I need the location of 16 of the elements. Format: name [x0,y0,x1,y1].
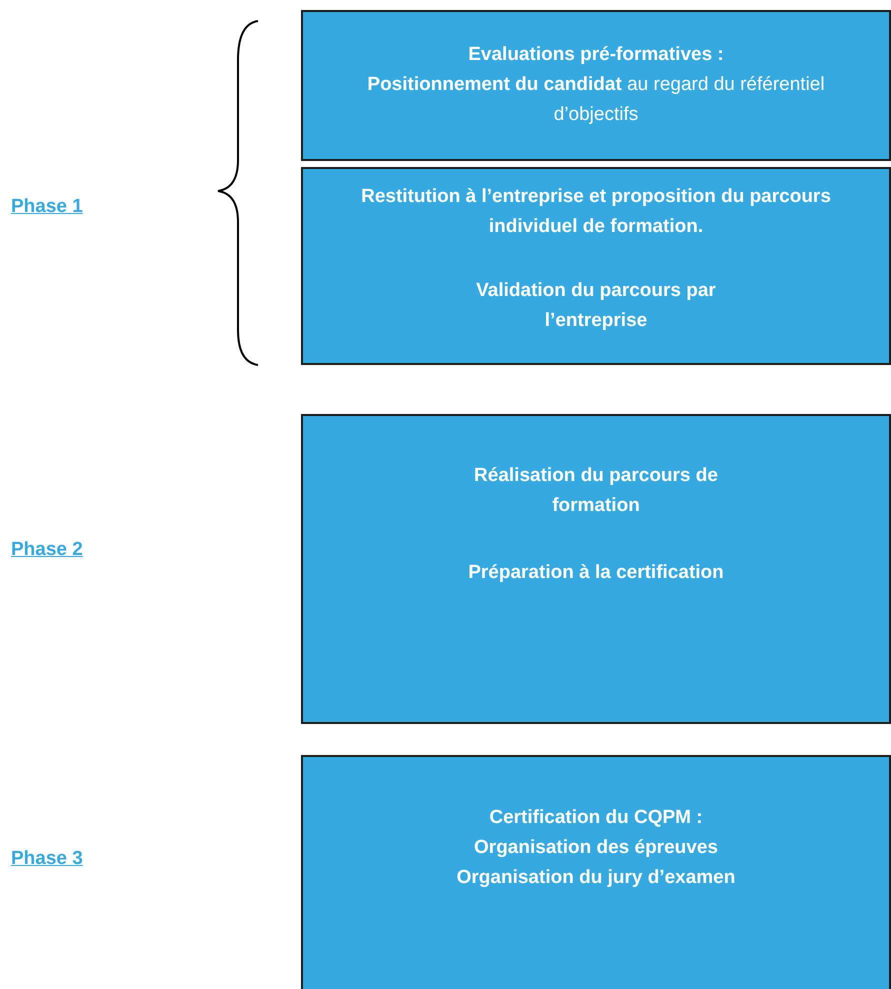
box-text: Préparation à la certification [467,561,725,585]
box-heading: Evaluations pré-formatives : [467,43,725,67]
process-box [301,167,891,365]
process-box [301,10,891,161]
box-text: Réalisation du parcours de formation [473,464,719,518]
phase-label: Phase 3 [11,848,83,870]
box-text: Validation du parcours par l’entreprise [475,279,717,333]
process-box [301,414,891,724]
box-heading: Certification du CQPM : [488,806,704,830]
box-text: Positionnement du candidat au regard du référentiel d’objectifs [366,73,826,127]
phase-label: Phase 1 [11,196,83,218]
process-box [301,755,891,989]
box-text: Organisation des épreuves [473,836,719,860]
box-text: Restitution à l’entreprise et proposition du parcours individuel de formation. [360,185,832,239]
box-text: Organisation du jury d’examen [456,866,736,890]
phase-label: Phase 2 [11,539,83,561]
